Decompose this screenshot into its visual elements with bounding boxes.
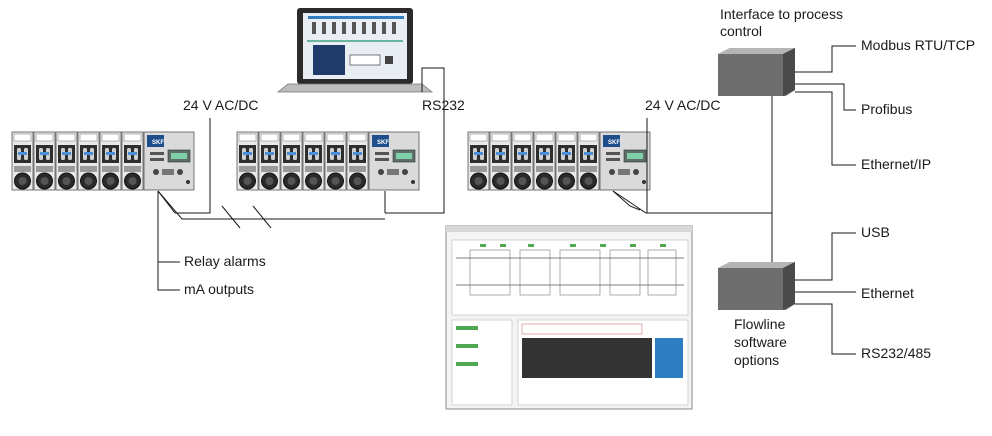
- process-interface-box-icon: [718, 48, 795, 96]
- profibus-label: Profibus: [861, 101, 913, 117]
- laptop-icon: [276, 8, 434, 93]
- controller-unit-right: [468, 132, 650, 190]
- connection-lines: [157, 45, 856, 355]
- relay-alarms-label: Relay alarms: [184, 253, 266, 269]
- ethernet-label: Ethernet: [861, 285, 914, 301]
- rs232-label: RS232: [422, 97, 465, 113]
- rs232-485-label: RS232/485: [861, 345, 932, 361]
- skf-logo: SKF: [608, 140, 620, 146]
- controller-unit-left: [12, 132, 194, 190]
- software-box-icon: [718, 262, 795, 310]
- power-label-right: 24 V AC/DC: [645, 97, 721, 113]
- skf-logo: SKF: [152, 140, 164, 146]
- controller-unit-middle: [237, 132, 419, 190]
- usb-label: USB: [861, 224, 890, 240]
- flowline-label: Flowline software options: [734, 316, 787, 368]
- ethernet-ip-label: Ethernet/IP: [861, 156, 932, 172]
- interface-label: Interface to process control: [720, 6, 843, 39]
- skf-logo: SKF: [377, 140, 389, 146]
- software-screenshot-icon: [445, 225, 693, 410]
- ma-outputs-label: mA outputs: [184, 281, 255, 297]
- modbus-label: Modbus RTU/TCP: [861, 37, 976, 53]
- power-label-left: 24 V AC/DC: [183, 97, 259, 113]
